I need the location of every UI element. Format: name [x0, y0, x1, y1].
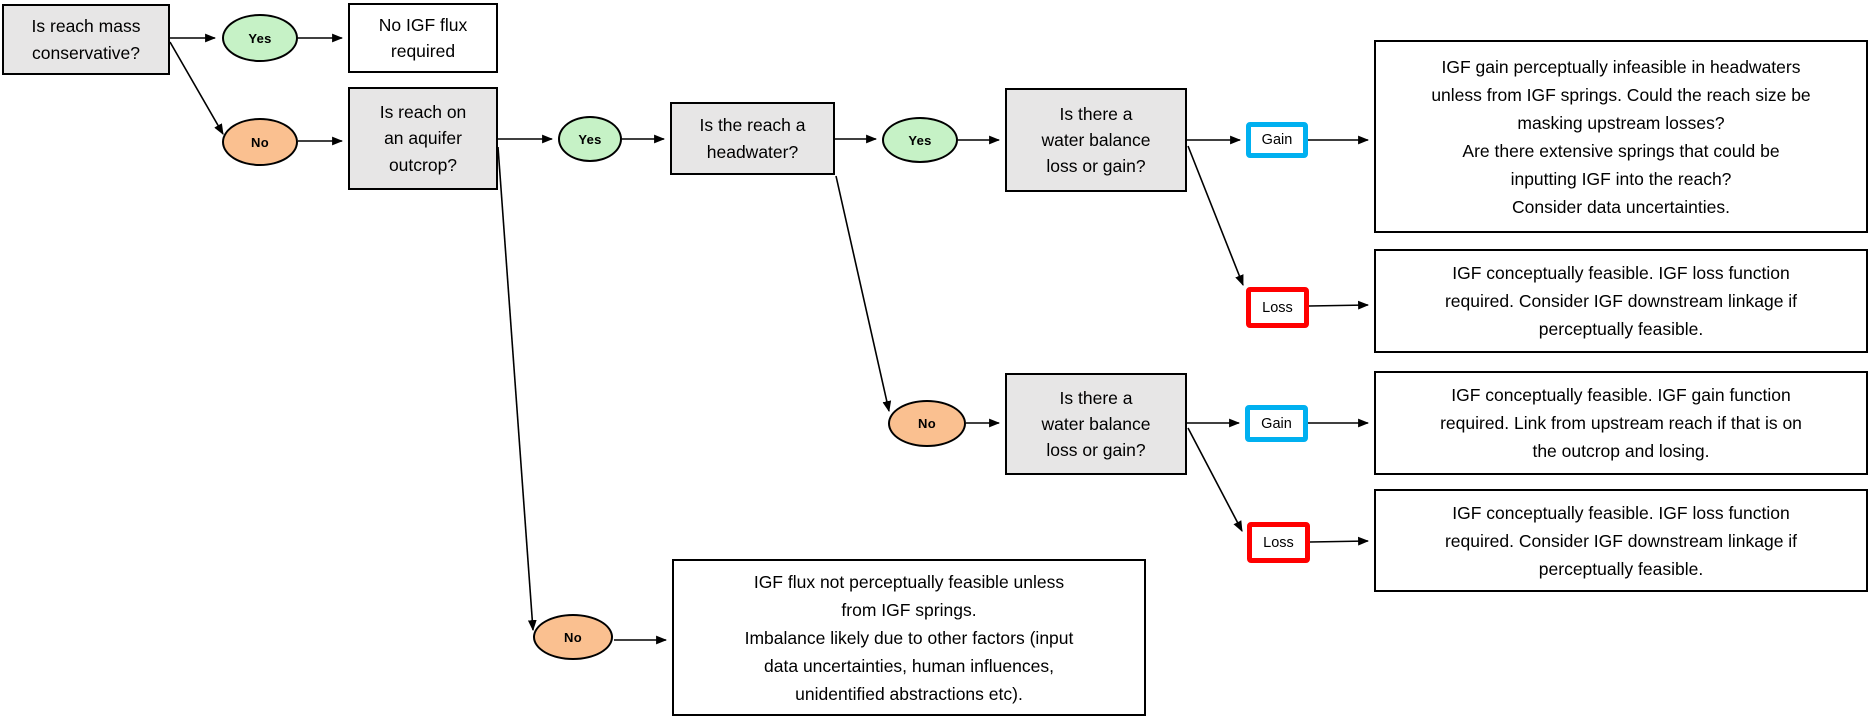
outcome-headwater-loss: IGF conceptually feasible. IGF loss func… — [1374, 249, 1868, 353]
decision-headwater: Is the reach a headwater? — [670, 102, 835, 175]
arrow-outcrop-to-no — [497, 146, 537, 632]
outcome-non-headwater-loss: IGF conceptually feasible. IGF loss func… — [1374, 489, 1868, 592]
branch-mass-no-oval: No — [222, 118, 298, 166]
branch-outcrop-no-oval: No — [533, 614, 613, 660]
arrow-loss2-to-outcome — [1309, 536, 1370, 546]
arrow-mass-to-no — [169, 41, 224, 135]
decision-water-balance-headwater: Is there a water balance loss or gain? — [1005, 88, 1187, 192]
tag-loss-headwater: Loss — [1246, 287, 1309, 328]
decision-aquifer-outcrop: Is reach on an aquifer outcrop? — [348, 87, 498, 190]
arrow-loss1-to-outcome — [1308, 300, 1370, 310]
decision-reach-mass-conservative: Is reach mass conservative? — [2, 4, 170, 75]
branch-headwater-no-oval: No — [888, 400, 966, 447]
tag-loss-non-headwater: Loss — [1247, 522, 1310, 563]
outcome-no-igf-required: No IGF flux required — [348, 3, 498, 73]
tag-gain-headwater: Gain — [1246, 122, 1308, 158]
arrow-waterbalance2-to-loss — [1187, 427, 1243, 532]
outcome-not-on-outcrop: IGF flux not perceptually feasible unles… — [672, 559, 1146, 716]
arrow-headwater-to-no — [835, 175, 892, 413]
arrow-waterbalance1-to-loss — [1187, 145, 1244, 287]
branch-mass-yes-oval: Yes — [222, 14, 298, 62]
outcome-headwater-gain: IGF gain perceptually infeasible in head… — [1374, 40, 1868, 233]
decision-water-balance-non-headwater: Is there a water balance loss or gain? — [1005, 373, 1187, 475]
outcome-non-headwater-gain: IGF conceptually feasible. IGF gain func… — [1374, 371, 1868, 475]
branch-outcrop-yes-oval: Yes — [558, 116, 622, 162]
tag-gain-non-headwater: Gain — [1245, 405, 1308, 442]
branch-headwater-yes-oval: Yes — [882, 117, 958, 163]
